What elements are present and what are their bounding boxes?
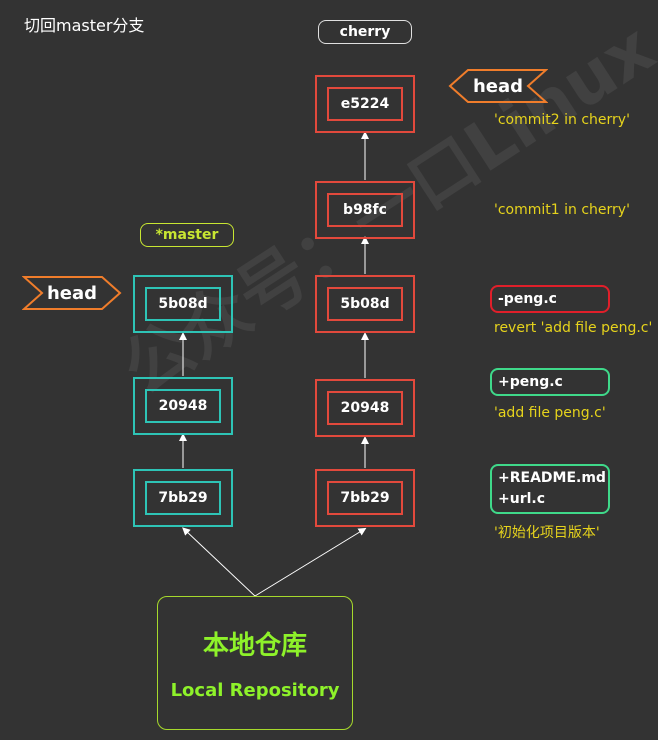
page-title: 切回master分支 (24, 16, 145, 35)
commit-node: 5b08d (133, 275, 233, 333)
commit-message: 'commit2 in cherry' (494, 112, 630, 128)
commit-hash: 7bb29 (145, 481, 221, 515)
head-arrow-left-icon (448, 69, 548, 103)
repo-title-en: Local Repository (170, 680, 340, 701)
commit-hash: e5224 (327, 87, 403, 121)
branch-label-master: *master (140, 223, 234, 247)
local-repository-box: 本地仓库 Local Repository (157, 596, 353, 730)
commit-hash: 5b08d (327, 287, 403, 321)
file-name: -peng.c (498, 290, 557, 307)
head-pointer-master: head (22, 275, 122, 311)
commit-hash: 7bb29 (327, 481, 403, 515)
file-name: +peng.c (498, 373, 563, 390)
commit-node: 20948 (315, 379, 415, 437)
branch-label-cherry: cherry (318, 20, 412, 44)
head-label: head (46, 282, 98, 304)
file-change-added: +peng.c (490, 368, 610, 396)
commit-node: 20948 (133, 377, 233, 435)
commit-hash: 20948 (327, 391, 403, 425)
commit-node: 5b08d (315, 275, 415, 333)
file-change-initial: +README.md +url.c (490, 464, 610, 514)
commit-node: 7bb29 (315, 469, 415, 527)
commit-message: 'add file peng.c' (494, 405, 606, 421)
head-label: head (472, 75, 524, 97)
commit-message: 'commit1 in cherry' (494, 202, 630, 218)
commit-message: revert 'add file peng.c' (494, 320, 653, 336)
commit-node: e5224 (315, 75, 415, 133)
commit-node: b98fc (315, 181, 415, 239)
head-pointer-cherry: head (448, 68, 548, 104)
file-change-removed: -peng.c (490, 285, 610, 313)
commit-node: 7bb29 (133, 469, 233, 527)
commit-hash: 5b08d (145, 287, 221, 321)
commit-hash: b98fc (327, 193, 403, 227)
repo-title-cn: 本地仓库 (202, 631, 307, 661)
commit-message: '初始化项目版本' (494, 525, 600, 541)
file-name: +url.c (498, 491, 546, 507)
head-arrow-right-icon (22, 276, 122, 310)
file-name: +README.md (498, 470, 606, 486)
commit-hash: 20948 (145, 389, 221, 423)
